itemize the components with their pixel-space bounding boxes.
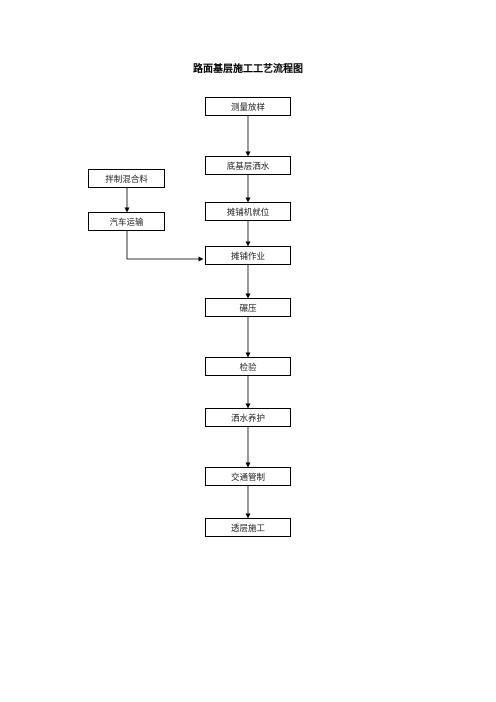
step-subbase-watering: 底基层洒水 xyxy=(205,156,291,175)
step-label: 洒水养护 xyxy=(230,413,265,424)
step-inspection: 检验 xyxy=(205,357,291,376)
step-label: 底基层洒水 xyxy=(226,161,270,172)
step-paver-positioning: 摊铺机就位 xyxy=(205,202,291,221)
step-label: 交通管制 xyxy=(230,472,265,483)
step-truck-transport: 汽车运输 xyxy=(88,212,165,231)
step-label: 摊铺作业 xyxy=(230,251,265,262)
step-rolling: 碾压 xyxy=(205,298,291,317)
step-paving-operation: 摊铺作业 xyxy=(205,246,291,265)
step-label: 检验 xyxy=(239,362,257,373)
step-label: 透层施工 xyxy=(230,523,265,534)
diagram-title: 路面基层施工工艺流程图 xyxy=(193,64,303,75)
step-traffic-control: 交通管制 xyxy=(205,467,291,486)
step-label: 汽车运输 xyxy=(109,217,144,228)
step-water-curing: 洒水养护 xyxy=(205,408,291,427)
step-label: 拌制混合料 xyxy=(105,174,148,185)
arrow-side-merge xyxy=(126,231,204,262)
step-survey-layout: 测量放样 xyxy=(205,97,291,116)
step-label: 测量放样 xyxy=(230,102,265,113)
step-label: 摊铺机就位 xyxy=(226,207,270,218)
step-prime-coat: 透层施工 xyxy=(205,518,291,537)
step-mix-material: 拌制混合料 xyxy=(88,169,165,188)
step-label: 碾压 xyxy=(239,303,257,314)
